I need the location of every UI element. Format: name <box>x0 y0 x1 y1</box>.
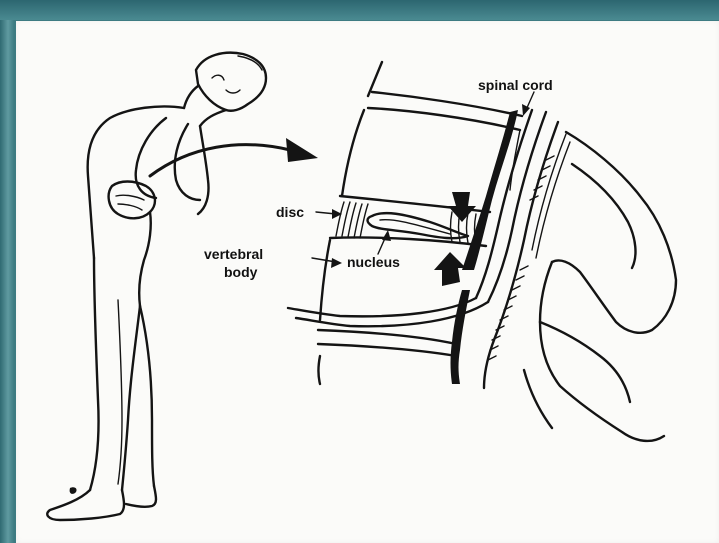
pressure-arrow-down <box>448 192 476 222</box>
label-nucleus: nucleus <box>347 254 400 270</box>
spine-section <box>288 62 676 441</box>
label-disc: disc <box>276 204 304 220</box>
label-vertebral: vertebral <box>204 246 263 262</box>
label-body: body <box>224 264 258 280</box>
person-figure <box>47 53 266 520</box>
label-spinal-cord: spinal cord <box>478 77 553 93</box>
pressure-arrow-up <box>434 252 466 286</box>
